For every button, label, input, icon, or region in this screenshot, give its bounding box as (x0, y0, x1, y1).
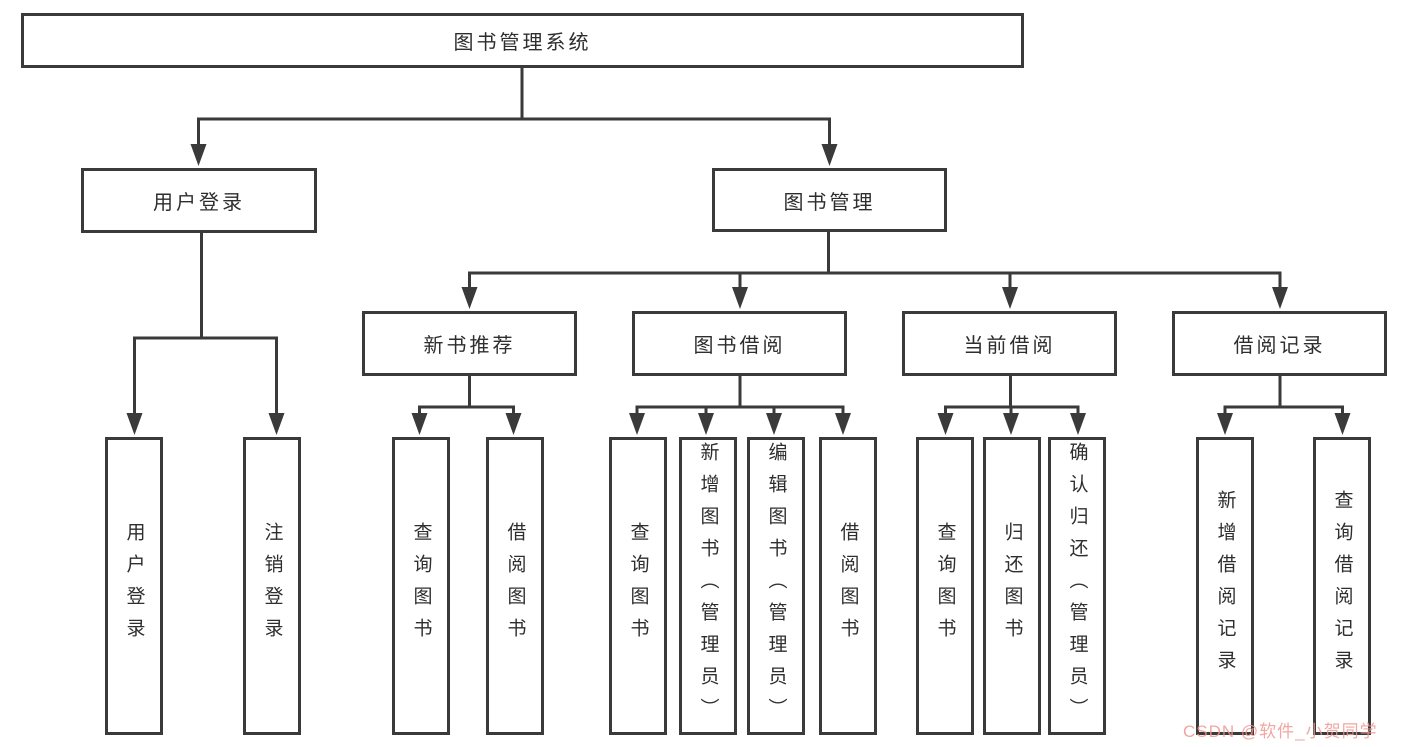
connector-book-borrowing-to-leaves (629, 376, 851, 435)
leaf-user-login: 用户登录 (105, 437, 163, 735)
leaf-borrow-books-borrowing: 借阅图书 (819, 437, 877, 735)
leaf-borrow-books-recommend: 借阅图书 (486, 437, 544, 735)
leaf-edit-books-admin: 编辑图书（管理员） (747, 437, 805, 735)
node-library-management-system: 图书管理系统 (21, 13, 1024, 68)
leaf-add-books-admin: 新增图书（管理员） (679, 437, 737, 735)
connector-borrowing-records-to-leaves (1217, 376, 1351, 435)
node-new-book-recommendation: 新书推荐 (362, 311, 577, 376)
leaf-logout: 注销登录 (243, 437, 301, 735)
node-current-borrowing: 当前借阅 (902, 311, 1117, 376)
leaf-confirm-return-admin: 确认归还（管理员） (1048, 437, 1106, 735)
connector-book-management-to-level3 (461, 232, 1288, 309)
leaf-return-books: 归还图书 (983, 437, 1041, 735)
connector-new-book-recommendation-to-leaves (411, 376, 522, 435)
node-borrowing-records: 借阅记录 (1172, 311, 1387, 376)
leaf-query-books-current: 查询图书 (916, 437, 974, 735)
node-user-login: 用户登录 (81, 168, 317, 233)
leaf-query-books-borrowing: 查询图书 (609, 437, 667, 735)
connector-current-borrowing-to-leaves (937, 376, 1086, 435)
leaf-query-borrow-record: 查询借阅记录 (1313, 437, 1371, 735)
leaf-add-borrow-record: 新增借阅记录 (1196, 437, 1254, 735)
node-book-management: 图书管理 (712, 168, 947, 232)
connector-user-login-to-leaves (126, 233, 285, 435)
node-book-borrowing: 图书借阅 (632, 311, 847, 376)
watermark-text: CSDN @软件_小贺同学 (1183, 722, 1378, 741)
leaf-query-books-recommend: 查询图书 (392, 437, 450, 735)
connector-root-to-level2 (190, 68, 838, 166)
